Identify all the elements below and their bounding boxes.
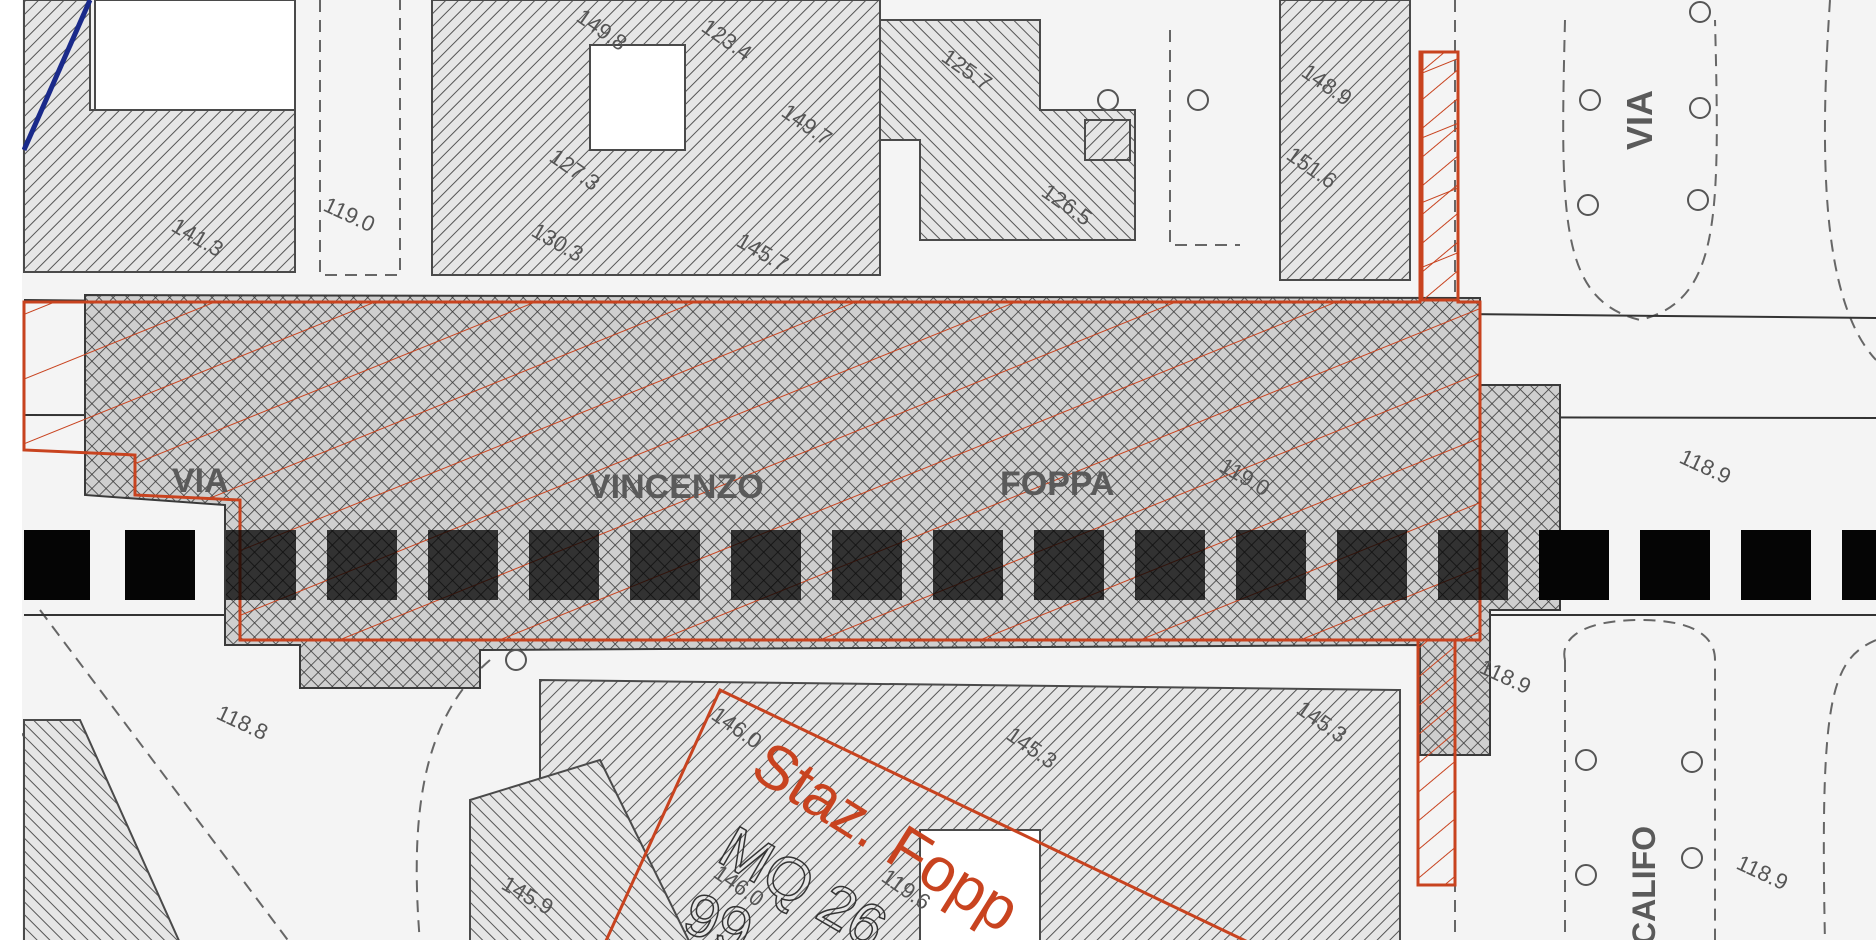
street-label-via: VIA (172, 462, 229, 500)
black-block (832, 530, 902, 600)
black-block (529, 530, 599, 600)
courtyard-bottom (919, 829, 1041, 944)
black-block (1640, 530, 1710, 600)
red-strip-bottom (1416, 638, 1457, 887)
elevation-label: 118.9 (1676, 444, 1735, 489)
black-block (1135, 530, 1205, 600)
courtyard-a (589, 44, 686, 151)
street-label-califo: CALIFO (1626, 826, 1662, 943)
street-label-foppa: FOPPA (1000, 465, 1115, 503)
elevation-label: 118.9 (1733, 850, 1792, 895)
black-block (1438, 530, 1508, 600)
black-block (1539, 530, 1609, 600)
building-block-c2 (1084, 119, 1131, 161)
black-block (428, 530, 498, 600)
tree-markers (505, 1, 1711, 886)
building-bottom-left (23, 719, 182, 944)
street-label-via-right: VIA (1619, 90, 1660, 150)
black-block (1034, 530, 1104, 600)
black-block (731, 530, 801, 600)
black-block (1741, 530, 1811, 600)
black-blocks-row (24, 530, 1876, 600)
black-block (226, 530, 296, 600)
black-block (24, 530, 90, 600)
black-block (327, 530, 397, 600)
courtyard-top-left (94, 0, 296, 111)
buildings-bottom (23, 678, 1401, 944)
black-block (933, 530, 1003, 600)
black-block (125, 530, 195, 600)
buildings-top (23, 0, 1411, 281)
building-block-c (1279, 0, 1411, 281)
elevation-label: 118.8 (213, 700, 272, 745)
red-strip-top (1420, 50, 1460, 302)
black-block (1236, 530, 1306, 600)
red-zone (22, 50, 1482, 945)
elevation-label: 119.0 (320, 192, 379, 237)
left-margin (0, 0, 22, 943)
street-label-vincenzo: VINCENZO (588, 468, 764, 506)
building-block-b (879, 19, 1136, 241)
black-block (630, 530, 700, 600)
black-block (1842, 530, 1876, 600)
street-labels: VIA VINCENZO FOPPA VIA CALIFO (172, 90, 1662, 945)
bottom-margin (0, 940, 1876, 943)
black-block (1337, 530, 1407, 600)
blue-boundary-line (21, 0, 93, 152)
